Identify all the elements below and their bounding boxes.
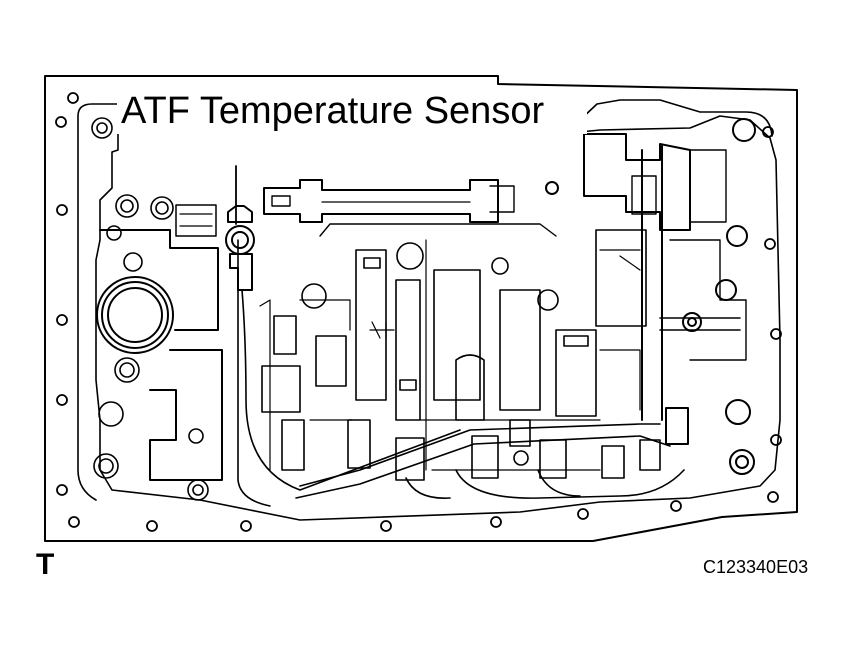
gasket-outline	[77, 99, 781, 521]
valve-bores	[301, 242, 597, 421]
lower-connectors	[261, 315, 661, 481]
right-assembly	[583, 118, 756, 475]
figure-code: C123340E03	[703, 557, 809, 577]
top-solenoid-row	[263, 179, 559, 237]
lower-harness	[295, 423, 685, 499]
plate-outline	[44, 75, 798, 542]
bolt-holes	[55, 92, 782, 532]
left-bolts	[91, 117, 209, 501]
view-letter: T	[36, 548, 55, 581]
accumulator-bore	[96, 276, 174, 354]
atf-temperature-sensor	[225, 165, 461, 491]
atf-temperature-sensor-label: ATF Temperature Sensor	[117, 88, 587, 134]
